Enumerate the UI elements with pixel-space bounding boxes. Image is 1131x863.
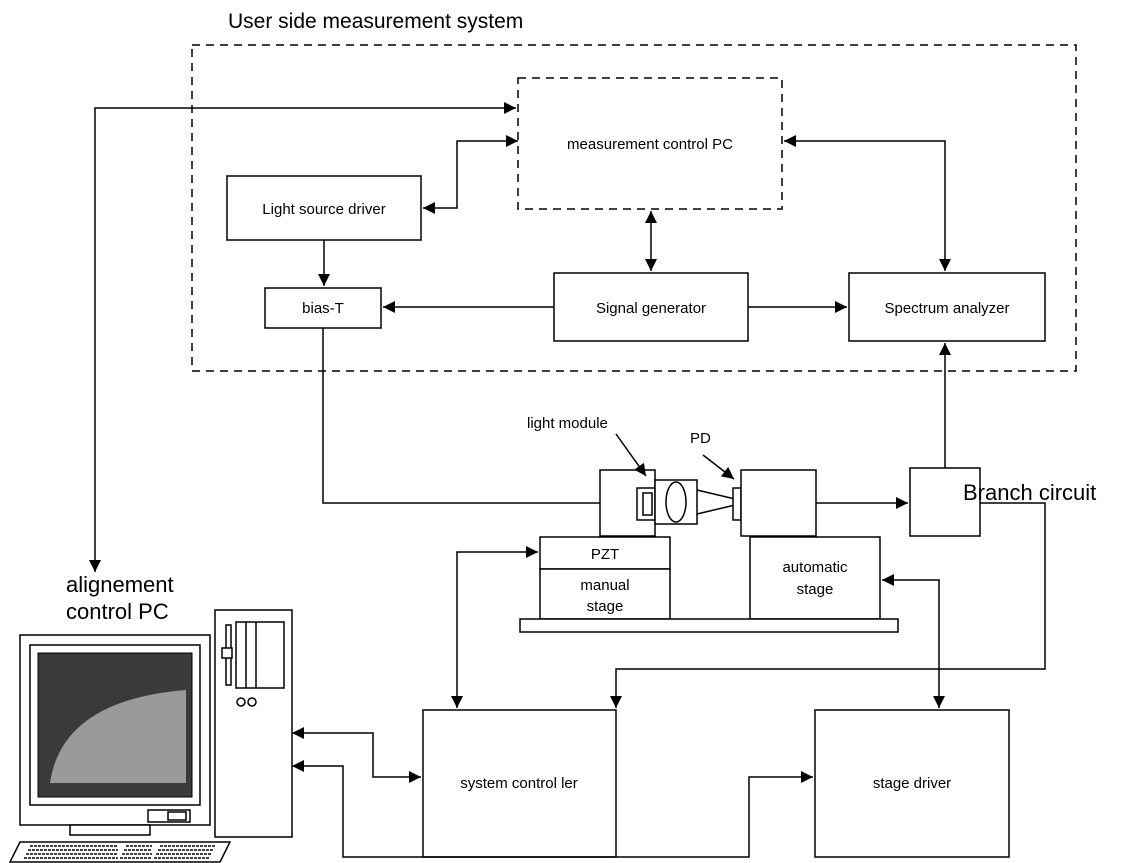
automatic-stage-label-line2: stage [797,581,834,598]
spectrum-analyzer-box [848,272,1046,342]
light-module-chip [642,492,653,516]
system-controller-label: system control ler [460,775,578,792]
stage-driver-box [814,709,1010,858]
automatic-stage-to-stage-driver-connector [882,574,945,708]
signal-generator-label: Signal generator [596,300,706,317]
system-controller-box [422,709,617,858]
pd-window [732,487,742,521]
keyboard-keys [24,845,215,859]
drive-bay-dividers [245,622,257,688]
alignment-pc-to-measurement-pc-connector [89,102,516,572]
pc-to-light-driver-connector [423,135,518,214]
pd-housing [740,469,817,537]
manual-stage-label-line1: manual [580,577,629,594]
measurement-control-pc-label: measurement control PC [567,136,733,153]
pzt-to-system-controller-connector [451,546,538,708]
alignment-pc-label-line2: control PC [66,599,169,624]
pzt-label: PZT [591,546,619,563]
pd-label: PD [690,430,711,447]
branch-to-system-controller-arrow [610,502,1046,708]
manual-stage-box [539,568,671,620]
alignment-pc-to-stage-driver-connector [292,760,813,858]
bias-t-label: bias-T [302,300,344,317]
branch-circuit-box [909,467,981,537]
light-module-label: light module [527,415,608,432]
spectrum-analyzer-label: Spectrum analyzer [884,300,1009,317]
automatic-stage-box [749,536,881,620]
lens-icon [665,481,687,523]
alignment-control-pc-icon [8,609,293,863]
alignment-pc-label-line1: alignement [66,572,174,597]
tower-button [221,647,233,659]
keyboard [8,841,232,863]
bias-t-to-light-module-line [322,328,637,504]
tower-led-1 [236,697,246,707]
branch-circuit-label: Branch circuit [963,480,1096,505]
pc-to-spectrum-analyzer-connector [784,135,951,271]
light-source-driver-label: Light source driver [262,201,385,218]
light-beam-cone [696,489,736,515]
screen-curve-graphic [50,690,186,783]
pd-pointer [702,454,735,480]
light-module-pointer [615,433,647,477]
alignment-pc-to-system-controller-connector [292,727,421,783]
tower-led-2 [247,697,257,707]
drive-bays [235,621,285,689]
monitor-stand [69,824,151,836]
measurement-control-pc-box [517,77,783,210]
automatic-stage-label-line1: automatic [782,559,848,576]
base-plate [519,618,899,633]
manual-stage-label-line2: stage [587,598,624,615]
system-title: User side measurement system [228,10,523,33]
monitor-power-button [167,811,187,821]
stage-driver-label: stage driver [873,775,951,792]
pzt-box [539,536,671,570]
